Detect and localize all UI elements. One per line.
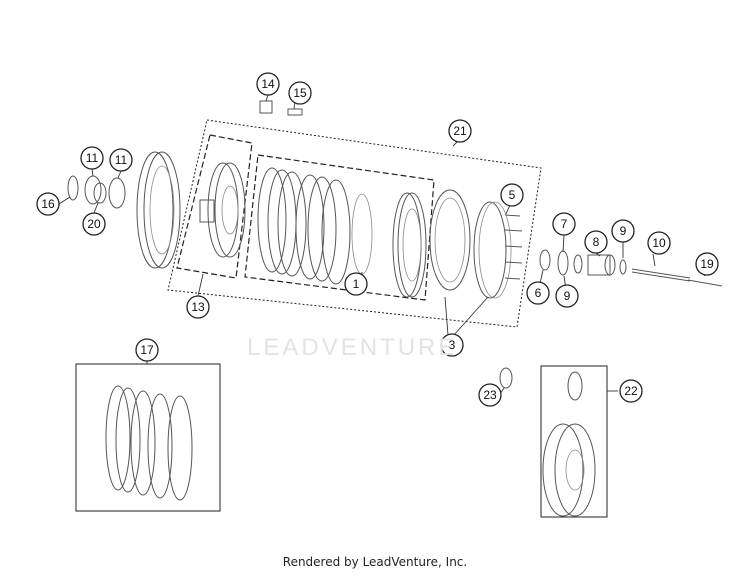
group-box-13: [176, 134, 253, 279]
svg-text:16: 16: [41, 197, 55, 211]
callout-9-bottom: 9: [555, 284, 579, 308]
callout-22: 22: [619, 379, 643, 403]
svg-text:9: 9: [564, 289, 571, 303]
watermark: LEADVENTURE: [247, 334, 458, 361]
svg-text:7: 7: [561, 217, 568, 231]
svg-text:3: 3: [449, 338, 456, 352]
callout-16: 16: [36, 192, 60, 216]
svg-text:15: 15: [293, 86, 307, 100]
svg-text:21: 21: [453, 124, 467, 138]
bolts: [504, 214, 523, 280]
primary-gear: [542, 371, 596, 517]
svg-text:9: 9: [620, 224, 627, 238]
svg-text:11: 11: [86, 151, 99, 165]
callout-6: 6: [526, 281, 550, 305]
callout-20: 20: [82, 212, 106, 236]
svg-text:19: 19: [700, 257, 714, 271]
svg-text:17: 17: [140, 343, 154, 357]
group-box-1: [244, 154, 435, 301]
group-box-21: [167, 119, 542, 328]
svg-text:8: 8: [593, 235, 600, 249]
pressure-plate: [392, 192, 427, 298]
clutch-plates: [257, 167, 373, 285]
callout-21: 21: [448, 119, 472, 143]
callout-14: 14: [256, 72, 280, 96]
footer-credit: Rendered by LeadVenture, Inc.: [282, 555, 468, 569]
svg-text:5: 5: [509, 188, 516, 202]
group-box-22: [540, 365, 608, 518]
clutch-plate-kit: [105, 385, 193, 501]
callout-3: 3: [440, 333, 464, 357]
callout-5: 5: [500, 183, 524, 207]
clutch-cover-disc: [429, 189, 512, 299]
callout-19: 19: [695, 252, 719, 276]
callout-1: 1: [344, 272, 368, 296]
svg-text:6: 6: [535, 286, 542, 300]
svg-text:14: 14: [261, 77, 275, 91]
svg-text:20: 20: [87, 217, 101, 231]
callout-10: 10: [647, 231, 671, 255]
callout-13: 13: [186, 295, 210, 319]
callout-9-top: 9: [611, 219, 635, 243]
callout-11-left: 11: [80, 146, 104, 170]
callout-23: 23: [478, 383, 502, 407]
svg-text:1: 1: [353, 277, 360, 291]
clutch-hub: [199, 162, 246, 258]
callout-7: 7: [552, 212, 576, 236]
svg-text:23: 23: [483, 388, 497, 402]
svg-text:13: 13: [191, 300, 205, 314]
callout-17: 17: [135, 338, 159, 362]
release-parts: [539, 249, 723, 287]
callout-15: 15: [288, 81, 312, 105]
callout-8: 8: [584, 230, 608, 254]
svg-text:22: 22: [624, 384, 638, 398]
svg-text:10: 10: [652, 236, 666, 250]
svg-text:11: 11: [115, 153, 128, 167]
callout-11-right: 11: [109, 148, 133, 172]
group-box-17: [75, 363, 221, 512]
bushing: [499, 367, 513, 389]
